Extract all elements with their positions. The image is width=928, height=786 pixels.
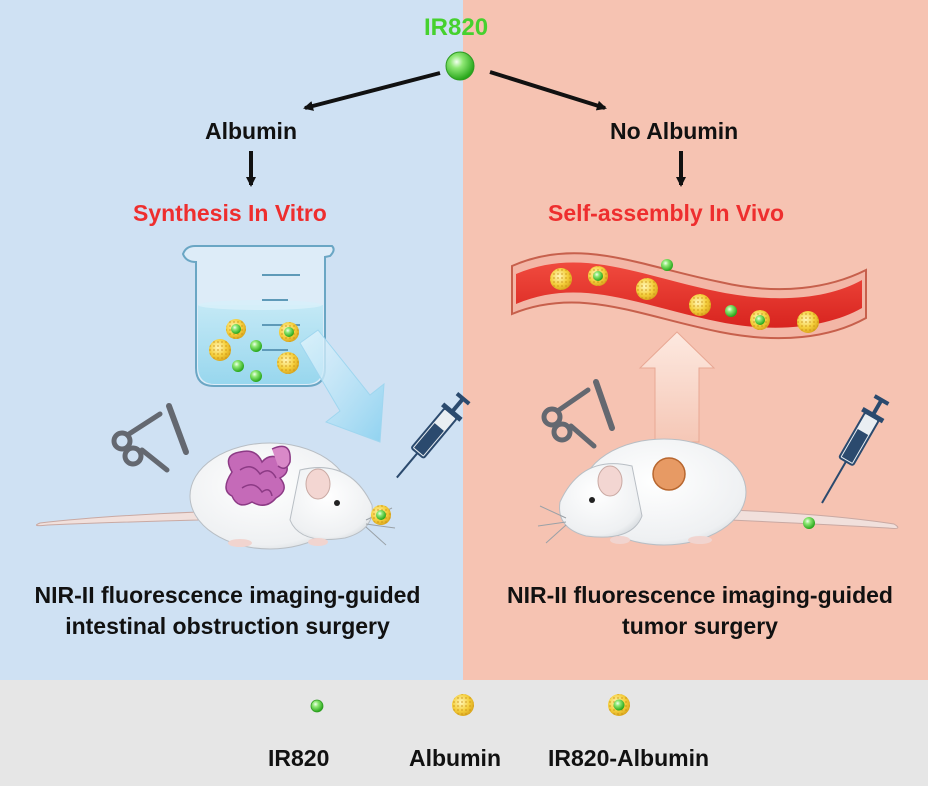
complex-sphere-icon: [608, 694, 630, 716]
blue-transfer-arrow: [299, 329, 385, 443]
pink-up-arrow: [638, 331, 716, 443]
self-assembly-in-vivo-label: Self-assembly In Vivo: [548, 200, 785, 226]
mouse-left-icon: [35, 442, 396, 550]
albumin-heading: Albumin: [205, 118, 297, 144]
beaker-icon: [181, 245, 335, 387]
right-caption-line1: NIR-II fluorescence imaging-guided: [507, 582, 893, 608]
blood-vessel-icon: [511, 252, 867, 340]
no-albumin-heading: No Albumin: [610, 118, 739, 144]
right-panel: [463, 0, 928, 680]
right-caption-line2: tumor surgery: [622, 613, 778, 639]
left-caption-line1: NIR-II fluorescence imaging-guided: [34, 582, 421, 608]
synthesis-in-vitro-label: Synthesis In Vitro: [133, 200, 327, 226]
scissors-scalpel-icon-right: [541, 379, 615, 449]
tumor-icon: [652, 457, 686, 491]
syringe-right-icon: [803, 394, 890, 529]
ir820-top-sphere-icon: [445, 51, 475, 81]
right-caption: NIR-II fluorescence imaging-guided tumor…: [475, 580, 925, 642]
left-caption-line2: intestinal obstruction surgery: [65, 613, 390, 639]
intestine-icon: [225, 450, 288, 506]
scissors-scalpel-icon: [111, 403, 189, 473]
legend-label-ir820-albumin: IR820-Albumin: [548, 745, 710, 771]
ir820-top-label: IR820: [424, 14, 489, 41]
left-caption: NIR-II fluorescence imaging-guided intes…: [20, 580, 435, 642]
arrow-to-no-albumin: [489, 70, 607, 111]
legend-label-albumin: Albumin: [409, 745, 501, 771]
albumin-sphere-icon: [452, 694, 474, 716]
mouse-right-icon: [537, 438, 899, 546]
legend-label-ir820: IR820: [268, 745, 330, 771]
arrow-to-albumin: [303, 71, 441, 111]
syringe-left-icon: [371, 392, 471, 525]
ir820-sphere-icon: [310, 699, 324, 713]
